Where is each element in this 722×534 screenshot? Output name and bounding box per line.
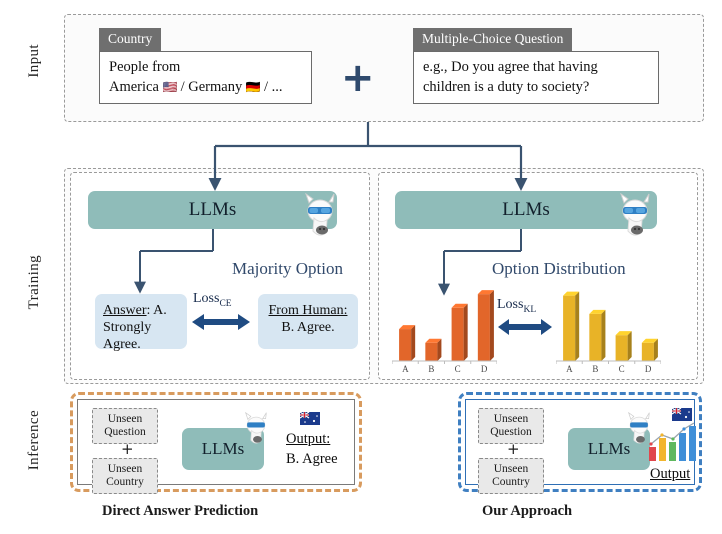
country-line-2: America 🇺🇸 / Germany 🇩🇪 / ...: [109, 77, 303, 97]
loss-kl-label: LossKL: [497, 297, 536, 315]
country-line-1: People from: [109, 59, 181, 75]
inference-left-model-pill: LLMs: [182, 428, 264, 470]
option-distribution-caption: Option Distribution: [492, 259, 626, 278]
unseen-country-chip: Unseen Country: [478, 458, 544, 494]
chart-tick-label: D: [644, 364, 652, 374]
flag-us-icon: 🇺🇸: [162, 80, 178, 94]
question-card-body: e.g., Do you agree that having children …: [413, 51, 659, 104]
our-approach-panel: Unseen Question + Unseen Country LLMs: [458, 392, 702, 494]
question-line-1: e.g., Do you agree that having: [423, 59, 598, 75]
country-line-2-prefix: America: [109, 79, 163, 95]
chart-tick-label: D: [480, 364, 488, 374]
question-line-2: children is a duty to society?: [423, 79, 590, 95]
loss-ce-subscript: CE: [219, 298, 232, 309]
direct-output-label-text: Output:: [286, 431, 331, 447]
country-card-body: People from America 🇺🇸 / Germany 🇩🇪 / ..…: [99, 51, 312, 104]
unseen-question-chip: Unseen Question: [478, 408, 544, 444]
chart-tick-label: A: [566, 364, 573, 374]
llama-icon: [620, 193, 650, 236]
training-right-model-pill: LLMs: [395, 191, 657, 229]
inference-plus-right: +: [507, 440, 520, 458]
model-answer-label-suffix: : A.: [146, 303, 167, 318]
flag-australia-icon: [300, 412, 320, 425]
chart-tick-label: B: [428, 364, 435, 374]
our-output-label-text: Output: [650, 466, 691, 482]
stage-label-training: Training: [26, 255, 42, 310]
llama-icon: [628, 412, 650, 444]
our-approach-caption: Our Approach: [482, 503, 573, 519]
unseen-country-chip: Unseen Country: [92, 458, 158, 494]
direct-output-label: Output:: [286, 431, 330, 448]
direct-answer-prediction-caption: Direct Answer Prediction: [102, 503, 259, 519]
training-right-model-label: LLMs: [502, 199, 550, 220]
human-distribution-chart: A B C D: [555, 285, 662, 377]
our-output-label: Output: [650, 466, 690, 483]
inference-plus-left: +: [121, 440, 134, 458]
flag-de-icon: 🇩🇪: [245, 80, 261, 94]
unseen-country-line1: Unseen: [493, 463, 529, 475]
question-card-header: Multiple-Choice Question: [413, 28, 573, 51]
model-answer-label: Answer: [103, 303, 147, 318]
unseen-question-line2: Question: [104, 426, 146, 438]
unseen-question-line2: Question: [490, 426, 532, 438]
human-answer-box: From Human: B. Agree.: [258, 294, 358, 349]
direct-answer-prediction-panel: Unseen Question + Unseen Country LLMs: [70, 392, 362, 494]
llama-icon: [305, 193, 335, 236]
loss-ce-text: Loss: [193, 291, 220, 306]
unseen-country-line2: Country: [492, 476, 530, 488]
stage-label-input: Input: [26, 44, 42, 78]
loss-kl-double-arrow-icon: [498, 319, 552, 335]
unseen-question-chip: Unseen Question: [92, 408, 158, 444]
loss-ce-double-arrow-icon: [192, 314, 250, 330]
training-left-model-pill: LLMs: [88, 191, 337, 229]
country-line-2-mid: / Germany: [177, 79, 246, 95]
llama-icon: [245, 412, 267, 444]
inference-right-model-label: LLMs: [587, 439, 631, 458]
chart-tick-label: A: [402, 364, 409, 374]
majority-option-caption: Majority Option: [232, 259, 343, 278]
inference-left-model-label: LLMs: [201, 439, 245, 458]
country-line-2-suffix: / ...: [260, 79, 283, 95]
unseen-country-line1: Unseen: [107, 463, 143, 475]
human-answer-label: From Human:: [268, 303, 348, 318]
bar-chart-icon: [649, 422, 696, 461]
input-combiner-plus: +: [341, 55, 375, 101]
unseen-question-line1: Unseen: [493, 413, 529, 425]
unseen-question-line1: Unseen: [107, 413, 143, 425]
human-answer-value: B. Agree.: [281, 320, 335, 335]
unseen-country-line2: Country: [106, 476, 144, 488]
direct-panel-inner: Unseen Question + Unseen Country LLMs: [77, 399, 355, 494]
chart-tick-label: C: [454, 364, 461, 374]
model-answer-box: Answer: A. Strongly Agree.: [95, 294, 187, 352]
chart-tick-label: B: [592, 364, 599, 374]
model-distribution-chart: A B C D: [391, 285, 498, 377]
chart-tick-label: C: [618, 364, 625, 374]
our-approach-panel-inner: Unseen Question + Unseen Country LLMs: [465, 399, 696, 494]
flag-australia-icon: [672, 408, 692, 421]
loss-ce-label: LossCE: [193, 291, 232, 309]
loss-kl-text: Loss: [497, 297, 524, 312]
stage-label-inference: Inference: [26, 410, 42, 471]
training-left-model-label: LLMs: [188, 199, 237, 220]
model-answer-value: Strongly Agree.: [103, 320, 152, 352]
country-card-header: Country: [99, 28, 162, 51]
loss-kl-subscript: KL: [523, 304, 537, 315]
direct-output-value: B. Agree: [286, 451, 338, 467]
